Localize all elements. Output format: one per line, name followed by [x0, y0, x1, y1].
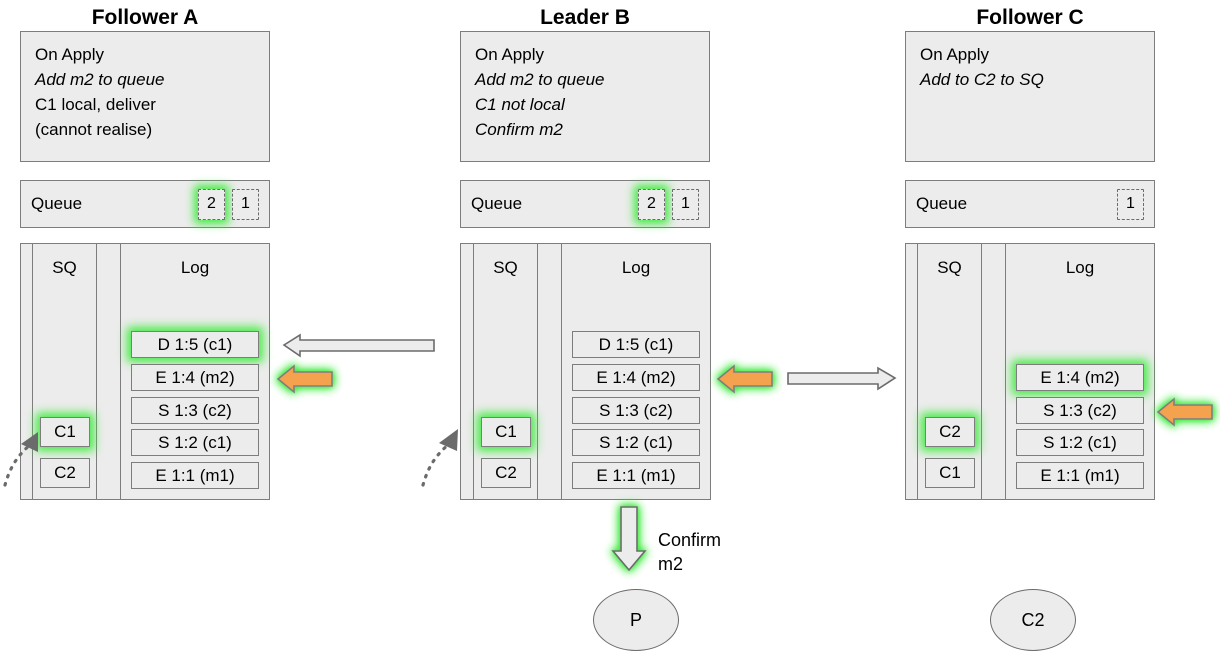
sq-box-follower-a: SQ: [32, 243, 97, 500]
apply-line: Add m2 to queue: [35, 70, 165, 89]
log-entry: E 1:1 (m1): [131, 462, 259, 489]
confirm-m2-label-line1: Confirm: [658, 530, 722, 550]
apply-line: C1 local, deliver: [35, 95, 156, 114]
confirm-arrow-into-leader-b: [716, 364, 773, 394]
apply-line: On Apply: [35, 45, 104, 64]
queue-box-follower-a: Queue 2 1: [20, 180, 270, 228]
log-entry: S 1:3 (c2): [572, 397, 700, 424]
log-entry: S 1:2 (c1): [1016, 429, 1144, 456]
dotted-deliver-arrow-leader-b: [421, 429, 458, 487]
queue-label: Queue: [31, 194, 83, 213]
sq-title: SQ: [52, 258, 77, 277]
replication-arrow-b-to-c: [787, 366, 897, 391]
node-c2: C2: [990, 589, 1076, 651]
log-entry: E 1:1 (m1): [572, 462, 700, 489]
column-title-follower-c: Follower C: [976, 6, 1084, 29]
log-title: Log: [621, 258, 651, 277]
node-p: P: [593, 589, 679, 651]
queue-cells: 2 1: [638, 188, 699, 220]
queue-cell: 1: [672, 188, 699, 220]
column-title-leader-b: Leader B: [540, 6, 630, 29]
log-entry: S 1:2 (c1): [572, 429, 700, 456]
log-entry: D 1:5 (c1): [131, 331, 259, 358]
sq-title: SQ: [937, 258, 962, 277]
apply-line: Confirm m2: [475, 120, 563, 139]
queue-label: Queue: [916, 194, 968, 213]
confirm-arrow-into-follower-a: [276, 364, 333, 394]
log-entry: D 1:5 (c1): [572, 331, 700, 358]
queue-cell: 2: [198, 188, 225, 220]
apply-line: (cannot realise): [35, 120, 153, 139]
sq-entry: C1: [925, 458, 975, 488]
log-title: Log: [1065, 258, 1095, 277]
on-apply-box-follower-c: On Apply Add to C2 to SQ: [905, 31, 1155, 162]
apply-line: Add to C2 to SQ: [920, 70, 1044, 89]
confirm-m2-label: Confirm m2: [658, 528, 788, 576]
on-apply-box-follower-a: On Apply Add m2 to queue C1 local, deliv…: [20, 31, 270, 162]
confirm-arrow-into-follower-c: [1156, 397, 1213, 427]
apply-line: On Apply: [475, 45, 544, 64]
sq-entry: C2: [481, 458, 531, 488]
replication-arrow-b-to-a: [282, 333, 435, 358]
sq-entry: C1: [40, 417, 90, 447]
queue-label: Queue: [471, 194, 523, 213]
confirm-m2-down-arrow: [611, 506, 647, 572]
queue-cell: 2: [638, 188, 665, 220]
queue-cell: 1: [1117, 188, 1144, 220]
sq-entry: C2: [925, 417, 975, 447]
queue-cells: 1: [1117, 188, 1144, 220]
queue-box-leader-b: Queue 2 1: [460, 180, 710, 228]
log-entry: S 1:3 (c2): [131, 397, 259, 424]
log-entry: E 1:1 (m1): [1016, 462, 1144, 489]
queue-cell: 1: [232, 188, 259, 220]
apply-line: Add m2 to queue: [475, 70, 605, 89]
queue-box-follower-c: Queue 1: [905, 180, 1155, 228]
log-entry: E 1:4 (m2): [131, 364, 259, 391]
apply-line: On Apply: [920, 45, 989, 64]
dotted-deliver-arrow-follower-a: [3, 432, 38, 487]
sq-entry: C1: [481, 417, 531, 447]
sq-title: SQ: [493, 258, 518, 277]
confirm-m2-label-line2: m2: [658, 554, 684, 574]
log-entry: E 1:4 (m2): [572, 364, 700, 391]
log-entry: E 1:4 (m2): [1016, 364, 1144, 391]
apply-line: C1 not local: [475, 95, 565, 114]
log-title: Log: [180, 258, 210, 277]
log-entry: S 1:2 (c1): [131, 429, 259, 456]
on-apply-box-leader-b: On Apply Add m2 to queue C1 not local Co…: [460, 31, 710, 162]
sq-box-follower-c: SQ: [917, 243, 982, 500]
sq-entry: C2: [40, 458, 90, 488]
log-entry: S 1:3 (c2): [1016, 397, 1144, 424]
sq-box-leader-b: SQ: [473, 243, 538, 500]
queue-cells: 2 1: [198, 188, 259, 220]
column-title-follower-a: Follower A: [91, 6, 199, 29]
